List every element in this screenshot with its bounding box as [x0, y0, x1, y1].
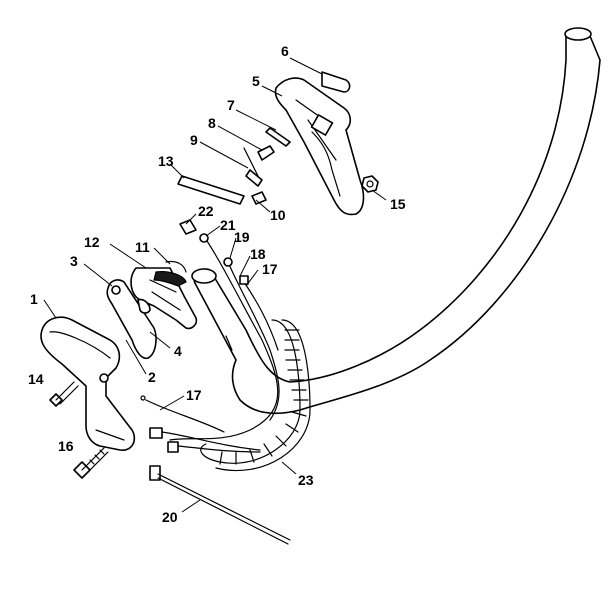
handlebar-tube: [191, 27, 601, 414]
trigger: [130, 260, 198, 330]
small-piece: [179, 219, 197, 235]
callout-5: 5: [252, 73, 260, 89]
coiled-hose: [200, 319, 311, 472]
control-housing-upper: [274, 71, 365, 216]
callout-7: 7: [227, 97, 235, 113]
callout-3: 3: [70, 253, 78, 269]
callout-8: 8: [208, 115, 216, 131]
long-rod: [149, 465, 291, 545]
pin: [177, 175, 245, 205]
callout-labels: 6 5 7 8 9 13 15 10 22 21 19 18 17 12 11 …: [28, 43, 406, 525]
callout-23: 23: [298, 472, 314, 488]
callout-6: 6: [281, 43, 289, 59]
callout-19: 19: [234, 229, 250, 245]
callout-4: 4: [174, 343, 182, 359]
screws: [49, 381, 109, 479]
leader-lines: [43, 57, 387, 513]
callout-13: 13: [158, 153, 174, 169]
callout-11: 11: [135, 239, 150, 255]
callout-1: 1: [30, 291, 38, 307]
callout-20: 20: [162, 509, 178, 525]
nut: [361, 175, 379, 193]
wire-connectors: [140, 395, 261, 453]
callout-21: 21: [220, 217, 236, 233]
callout-17-lower: 17: [186, 387, 202, 403]
callout-15: 15: [390, 196, 406, 212]
callout-16: 16: [58, 438, 74, 454]
callout-9: 9: [190, 132, 198, 148]
small-hardware: [243, 127, 291, 205]
callout-2: 2: [148, 369, 156, 385]
callout-22: 22: [198, 203, 214, 219]
callout-10: 10: [270, 207, 286, 223]
lever-pieces: [106, 279, 157, 360]
callout-14: 14: [28, 371, 44, 387]
callout-17-upper: 17: [262, 261, 278, 277]
callout-18: 18: [250, 246, 266, 262]
handle-housing: [40, 316, 136, 451]
callout-12: 12: [84, 234, 100, 250]
